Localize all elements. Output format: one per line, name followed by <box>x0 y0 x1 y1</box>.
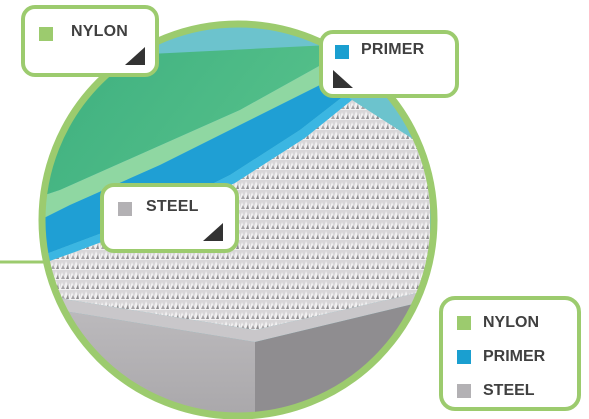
corner-arrow-icon <box>333 70 353 88</box>
legend-label: STEEL <box>483 382 535 399</box>
nylon-callout-label: NYLON <box>71 23 128 40</box>
steel-top-edge <box>42 290 430 342</box>
steel-callout-label: STEEL <box>146 198 199 215</box>
nylon-callout: NYLON <box>21 5 159 77</box>
primer-callout: PRIMER <box>319 30 459 98</box>
primer-swatch <box>335 45 349 59</box>
nylon-layer-edge <box>42 60 330 225</box>
nylon-legend-swatch <box>457 316 471 330</box>
primer-callout-label: PRIMER <box>361 41 425 58</box>
legend-label: PRIMER <box>483 348 546 365</box>
legend-item-nylon: NYLON <box>457 313 539 333</box>
steel-legend-swatch <box>457 384 471 398</box>
nylon-layer-top <box>42 45 330 200</box>
legend-label: NYLON <box>483 314 539 331</box>
nylon-swatch <box>39 27 53 41</box>
steel-swatch <box>118 202 132 216</box>
primer-legend-swatch <box>457 350 471 364</box>
primer-layer-edge <box>42 95 352 268</box>
corner-arrow-icon <box>125 47 145 65</box>
legend-item-primer: PRIMER <box>457 347 545 367</box>
corner-arrow-icon <box>203 223 223 241</box>
magnifier-ring <box>38 20 438 419</box>
steel-callout: STEEL <box>100 183 239 253</box>
legend: NYLON PRIMER STEEL <box>439 296 581 411</box>
legend-item-steel: STEEL <box>457 381 535 401</box>
